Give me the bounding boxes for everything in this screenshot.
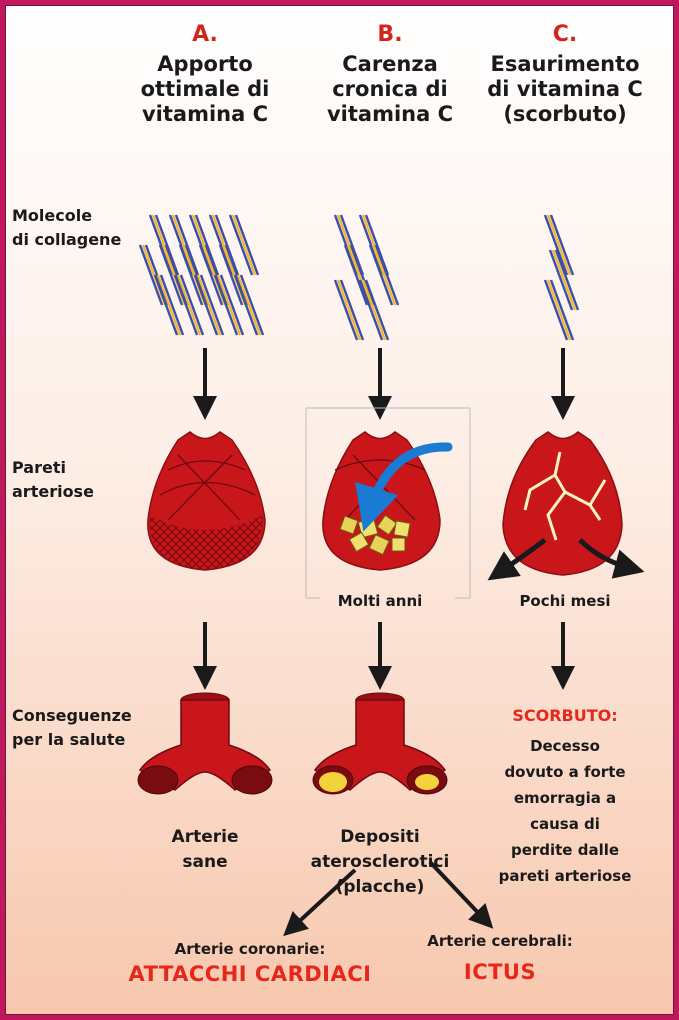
artery-bifurcation-b <box>313 693 447 794</box>
scorbuto-description: Decesso dovuto a forte emorragia a causa… <box>475 733 655 889</box>
artery-wall-c <box>500 432 630 575</box>
timing-label-c: Pochi mesi <box>505 592 625 610</box>
collagen-bundle-a <box>140 215 263 335</box>
artery-bifurcation-a <box>138 693 272 794</box>
scorbuto-title: SCORBUTO: <box>480 706 650 725</box>
cerebral-result: ICTUS <box>420 960 580 984</box>
timing-label-b: Molti anni <box>320 592 440 610</box>
artery-wall-b <box>323 432 448 570</box>
coronary-label: Arterie coronarie: <box>140 940 360 958</box>
cerebral-label: Arterie cerebrali: <box>400 932 600 950</box>
collagen-bundle-c <box>545 215 578 340</box>
artery-wall-a <box>148 432 265 570</box>
outcome-b-caption: Depositi aterosclerotici (placche) <box>300 825 460 900</box>
collagen-bundle-b <box>335 215 398 340</box>
coronary-result: ATTACCHI CARDIACI <box>100 962 400 986</box>
outcome-a-caption: Arterie sane <box>140 825 270 875</box>
